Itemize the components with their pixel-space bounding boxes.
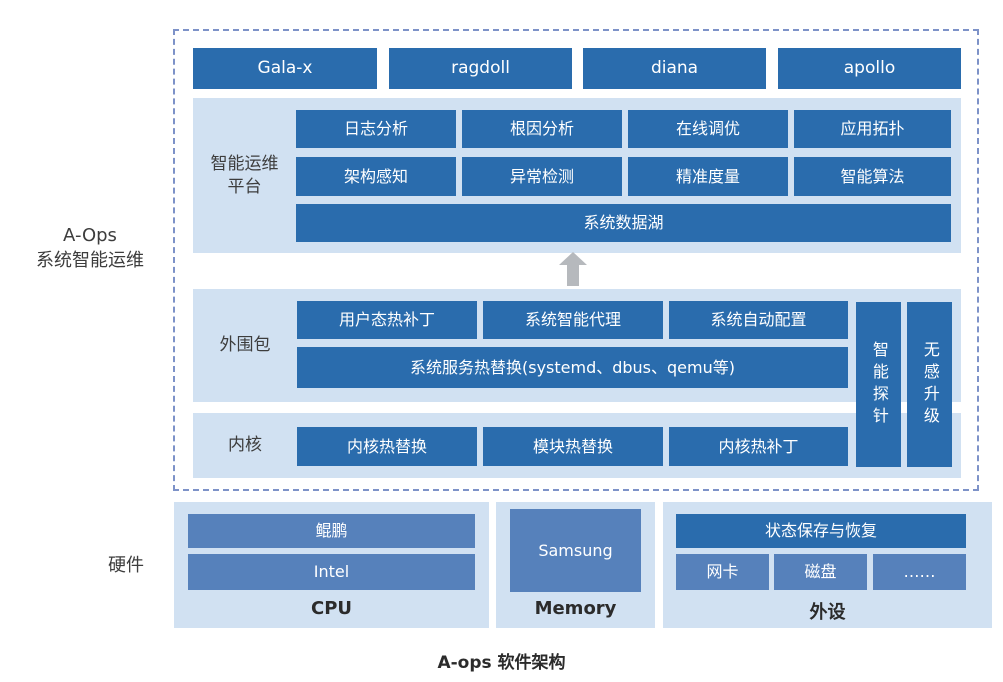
- cpu-box-intel: Intel: [188, 554, 475, 590]
- platform-box-precise-measure: 精准度量: [628, 157, 788, 196]
- platform-box-arch-awareness: 架构感知: [296, 157, 456, 196]
- kernel-box-hot-replace: 内核热替换: [297, 427, 477, 466]
- memory-box-samsung: Samsung: [510, 509, 641, 592]
- up-arrow-icon: [559, 252, 587, 286]
- periphery-panel: 外围包 用户态热补丁 系统智能代理 系统自动配置 系统服务热替换(systemd…: [193, 289, 961, 402]
- periphery-panel-label: 外围包: [219, 335, 271, 356]
- kernel-box-hotpatch: 内核热补丁: [669, 427, 848, 466]
- peripheral-panel: 状态保存与恢复 网卡 磁盘 …… 外设: [663, 502, 992, 628]
- system-aops-label: A-Ops 系统智能运维: [18, 218, 162, 278]
- platform-box-anomaly-detection: 异常检测: [462, 157, 622, 196]
- product-ragdoll: ragdoll: [389, 48, 572, 89]
- peripheral-box-nic: 网卡: [676, 554, 769, 590]
- hardware-label: 硬件: [108, 554, 144, 576]
- software-boundary-box: [173, 29, 979, 491]
- platform-box-app-topology: 应用拓扑: [794, 110, 951, 148]
- system-aops-label-line1: A-Ops: [63, 224, 117, 246]
- peripheral-category-label: 外设: [809, 602, 846, 623]
- kernel-box-module-hot-replace: 模块热替换: [483, 427, 663, 466]
- periphery-box-userspace-hotpatch: 用户态热补丁: [297, 301, 477, 339]
- cpu-box-kunpeng: 鲲鹏: [188, 514, 475, 548]
- peripheral-box-more: ……: [873, 554, 966, 590]
- platform-label-line1: 智能运维: [210, 153, 279, 174]
- platform-label-line2: 平台: [227, 176, 262, 197]
- seamless-upgrade-text: 无感升级: [920, 340, 940, 429]
- system-aops-label-line2: 系统智能运维: [36, 250, 144, 271]
- platform-box-root-cause: 根因分析: [462, 110, 622, 148]
- platform-box-log-analysis: 日志分析: [296, 110, 456, 148]
- memory-panel: Samsung Memory: [496, 502, 655, 628]
- platform-box-online-tuning: 在线调优: [628, 110, 788, 148]
- kernel-panel-label: 内核: [228, 435, 262, 456]
- product-diana: diana: [583, 48, 766, 89]
- vertical-box-intelligent-probe: 智能探针: [856, 302, 901, 467]
- peripheral-box-disk: 磁盘: [774, 554, 867, 590]
- intelligent-probe-text: 智能探针: [869, 340, 889, 429]
- peripheral-box-state-save-restore: 状态保存与恢复: [676, 514, 966, 548]
- platform-box-intelligent-algorithm: 智能算法: [794, 157, 951, 196]
- periphery-box-system-agent: 系统智能代理: [483, 301, 663, 339]
- product-apollo: apollo: [778, 48, 961, 89]
- vertical-box-seamless-upgrade: 无感升级: [907, 302, 952, 467]
- diagram-caption: A-ops 软件架构: [437, 653, 566, 673]
- cpu-panel: 鲲鹏 Intel CPU: [174, 502, 489, 628]
- platform-panel-label: 智能运维 平台: [193, 98, 296, 253]
- periphery-box-service-hot-replace: 系统服务热替换(systemd、dbus、qemu等): [297, 347, 848, 388]
- memory-category-label: Memory: [534, 598, 617, 619]
- kernel-panel: 内核 内核热替换 模块热替换 内核热补丁: [193, 413, 961, 478]
- periphery-box-auto-config: 系统自动配置: [669, 301, 848, 339]
- product-gala-x: Gala-x: [193, 48, 377, 89]
- platform-panel: 智能运维 平台 日志分析 根因分析 在线调优 应用拓扑 架构感知 异常检测 精准…: [193, 98, 961, 253]
- cpu-category-label: CPU: [310, 598, 353, 619]
- platform-box-system-data-lake: 系统数据湖: [296, 204, 951, 242]
